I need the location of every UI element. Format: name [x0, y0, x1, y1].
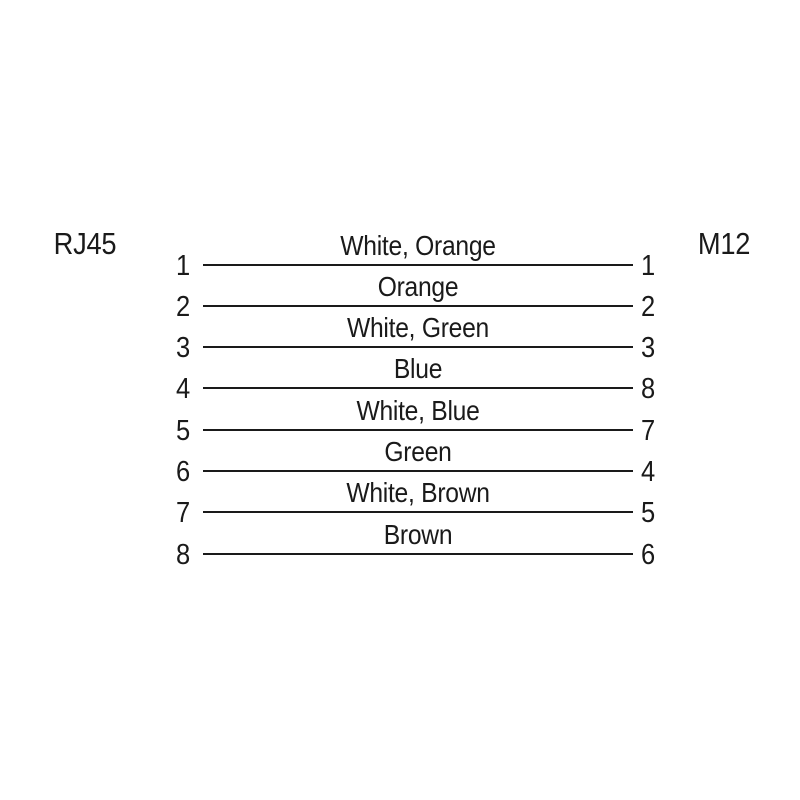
- wire-line: [203, 511, 633, 514]
- rj45-pin-number: 8: [176, 538, 190, 571]
- wire-line: [203, 387, 633, 390]
- connector-label-rj45: RJ45: [53, 226, 117, 261]
- wire-color-label: White, Orange: [340, 229, 496, 261]
- m12-pin-number: 6: [641, 538, 655, 571]
- rj45-pin-number: 6: [176, 456, 190, 488]
- wire-color-label: Orange: [377, 270, 459, 302]
- wire-color-label: Green: [384, 436, 452, 467]
- rj45-pin-number: 5: [176, 414, 190, 447]
- wire-line: [203, 304, 633, 307]
- wire-line: [203, 428, 633, 431]
- rj45-pin-number: 3: [176, 332, 190, 365]
- rj45-pin-number: 1: [176, 249, 190, 282]
- wire-line: [203, 263, 633, 266]
- m12-pin-number: 7: [641, 414, 655, 447]
- rj45-pin-number: 4: [176, 373, 190, 406]
- m12-pin-number: 5: [641, 497, 655, 530]
- m12-pin-number: 2: [641, 290, 655, 323]
- rj45-pin-number: 7: [176, 497, 190, 530]
- wire-color-label: White, Brown: [346, 477, 490, 509]
- m12-pin-number: 8: [641, 373, 655, 406]
- wire-line: [203, 346, 633, 349]
- wire-color-label: Blue: [393, 353, 443, 385]
- wire-line: [203, 552, 633, 555]
- wire-color-label: White, Blue: [356, 394, 480, 426]
- wire-color-label: Brown: [383, 518, 453, 550]
- wire-color-label: White, Green: [346, 312, 489, 344]
- wire-line: [203, 470, 633, 472]
- m12-pin-number: 1: [641, 249, 655, 282]
- connector-label-m12: M12: [697, 226, 751, 261]
- m12-pin-number: 4: [641, 456, 655, 488]
- rj45-pin-number: 2: [176, 290, 190, 323]
- m12-pin-number: 3: [641, 332, 655, 365]
